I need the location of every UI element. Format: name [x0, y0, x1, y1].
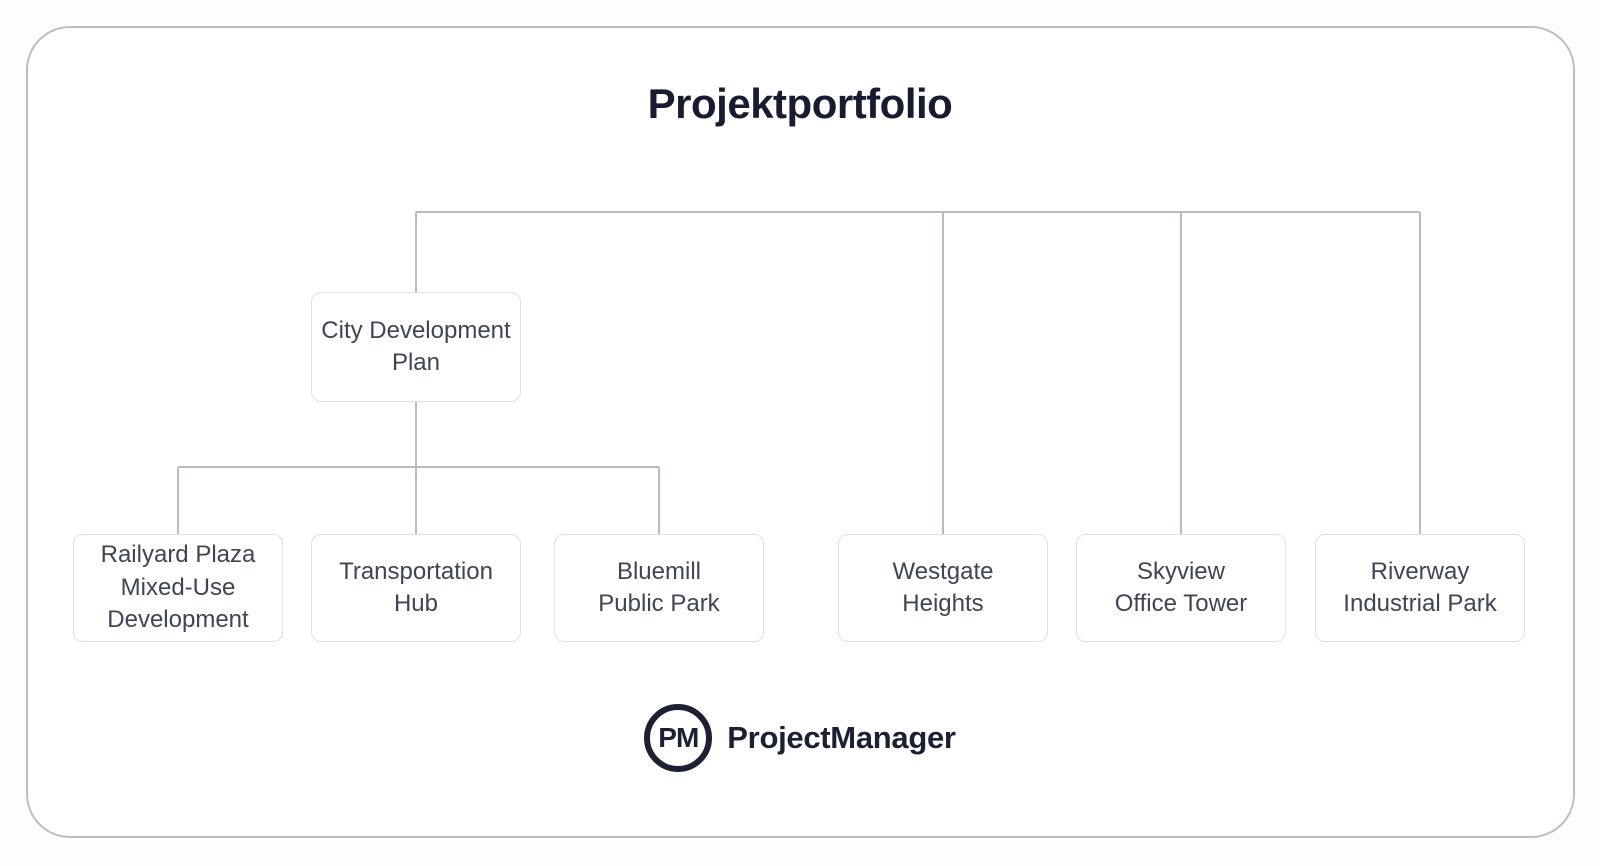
- brand-footer: PM ProjectManager: [0, 704, 1600, 772]
- node-skyview-office-tower: Skyview Office Tower: [1076, 534, 1286, 642]
- node-label: Bluemill Public Park: [598, 557, 720, 617]
- node-label: Transportation Hub: [339, 557, 493, 617]
- node-westgate-heights: Westgate Heights: [838, 534, 1048, 642]
- node-label: Westgate Heights: [892, 557, 994, 617]
- portfolio-card: [26, 26, 1575, 838]
- node-label: Skyview Office Tower: [1114, 557, 1248, 617]
- brand-name: ProjectManager: [727, 720, 956, 755]
- node-riverway-industrial-park: Riverway Industrial Park: [1315, 534, 1525, 642]
- node-label: City Development Plan: [321, 316, 511, 376]
- node-city-development-plan: City Development Plan: [311, 292, 521, 402]
- node-label: Riverway Industrial Park: [1343, 557, 1497, 617]
- node-label: Railyard Plaza Mixed-Use Development: [100, 541, 256, 634]
- pm-logo-icon: PM: [644, 704, 713, 772]
- node-railyard-plaza: Railyard Plaza Mixed-Use Development: [73, 534, 283, 642]
- pm-logo-monogram: PM: [658, 722, 699, 753]
- node-transportation-hub: Transportation Hub: [311, 534, 521, 642]
- node-bluemill-public-park: Bluemill Public Park: [554, 534, 764, 642]
- page-title: Projektportfolio: [647, 80, 953, 127]
